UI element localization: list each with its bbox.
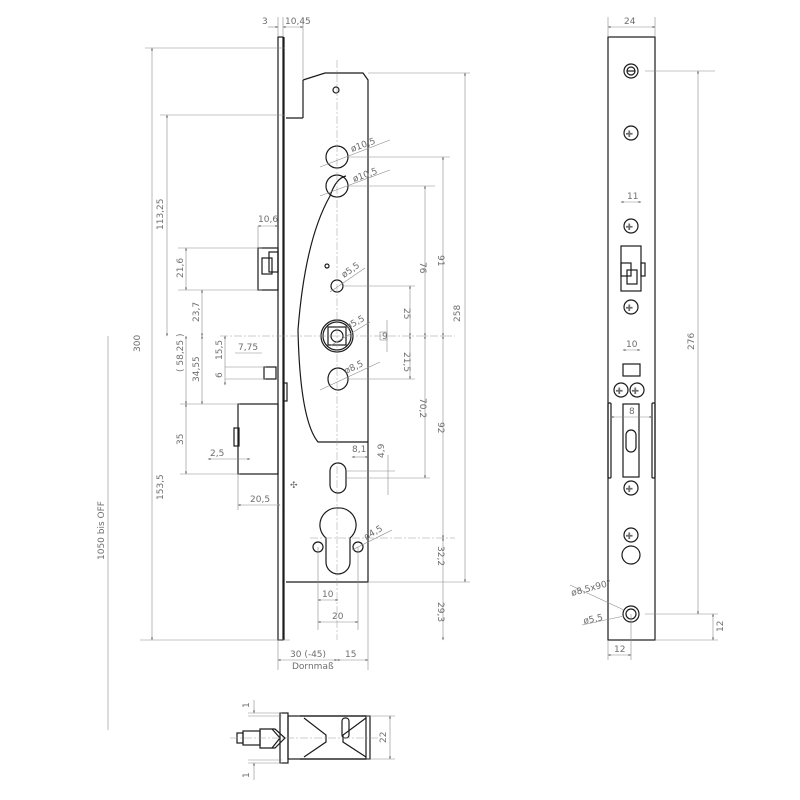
profile-cylinder-cutout [319,507,357,575]
dim-bolt-height: 35 [176,434,186,445]
svg-text:✚: ✚ [626,532,634,542]
dim-aux-6: 6 [215,372,225,378]
dim-91: 91 [435,255,445,266]
cover-plate-curve [297,175,368,443]
dim-cyl-hole: ø4,5 [363,524,385,543]
dim-aux-775: 7,75 [238,343,258,353]
screw-icons: ✚ ✚ ✚ ✚ ✚ ✚ ✚ [613,125,645,543]
top-view-body [287,715,367,760]
dim-15: 15 [345,650,356,660]
dim-fp-bottom-hole: ø5,5 [583,613,604,627]
dim-29-3: 29,3 [435,602,445,622]
dim-fp-latch-width: 11 [627,192,638,202]
dim-92: 92 [435,422,445,433]
faceplate [607,36,656,641]
dim-76: 76 [417,262,427,274]
faceplate-strip [277,36,284,641]
dim-258: 258 [453,305,463,322]
dim-4-9: 4,9 [377,443,387,458]
screw-symbol: ✣ [290,481,298,491]
dim-faceplate-thickness: 3 [262,17,268,27]
dim-aux-15: 15,5 [215,340,225,360]
dim-rod-length: 1050 bis OFF [97,501,107,560]
dim-20: 20 [332,612,344,622]
dim-spindle-hole: ø5,5 [345,314,367,333]
svg-text:✚: ✚ [616,387,624,397]
dim-top-gap: 1 [242,702,252,708]
dim-latch-height: 21,6 [176,258,186,278]
dim-fp-bottom-x: 12 [614,645,625,655]
latch-bolt [257,247,279,291]
dim-hub-to-bolt: 34,55 [192,356,202,382]
dim-backset-label: Dornmaß [292,662,334,672]
dim-8-1: 8,1 [352,445,366,455]
dim-backset: 30 (-45) [290,650,326,660]
dim-32-2: 32,2 [435,546,445,566]
slot-hole [329,462,347,494]
dim-hole2: ø10,5 [352,167,379,185]
dim-fp-countersink: ø8,5x90° [570,579,612,599]
dim-bolt-proj: 2,5 [210,449,224,459]
dim-21-5: 21,5 [401,352,411,372]
dim-depth: 22 [379,732,389,743]
svg-text:✚: ✚ [626,485,634,495]
svg-text:✚: ✚ [626,130,634,140]
dim-case-offset: 10,45 [285,17,311,27]
dim-25: 25 [401,308,411,319]
dim-bolt-throw: 20,5 [250,495,270,505]
dim-top-to-hub: 113,25 [156,199,166,231]
dim-lower-height: 153,5 [156,474,166,500]
lock-case [286,72,369,583]
svg-text:✚: ✚ [626,223,634,233]
dim-latch-to-hub: 23,7 [192,302,202,322]
dim-overall: 300 [133,335,143,352]
svg-text:✚: ✚ [632,387,640,397]
dim-fp-bolt-width: 10 [626,340,638,350]
dim-fp-height: 276 [687,333,697,350]
dim-latch-width: 10,6 [258,215,278,225]
svg-text:✚: ✚ [626,304,634,314]
dim-fp-bottom-y: 12 [716,621,726,632]
dim-hole1: ø10,5 [350,137,377,155]
dim-bottom-gap: 1 [242,772,252,778]
dim-10: 10 [322,590,334,600]
dim-faceplate-width: 24 [624,17,636,27]
dim-70-2: 70,2 [417,398,427,418]
top-view: 1 1 22 [230,700,395,780]
dim-fp-slot-width: 8 [629,407,635,417]
deadbolt [237,403,279,475]
dim-hub-to-bolt-paren: ( 58,25 ) [176,333,186,372]
dim-square: 9 [382,332,388,342]
faceplate-view: ✚ ✚ ✚ ✚ ✚ ✚ ✚ [569,17,726,660]
screw-top [332,86,340,94]
front-view: ✣ [97,17,470,730]
